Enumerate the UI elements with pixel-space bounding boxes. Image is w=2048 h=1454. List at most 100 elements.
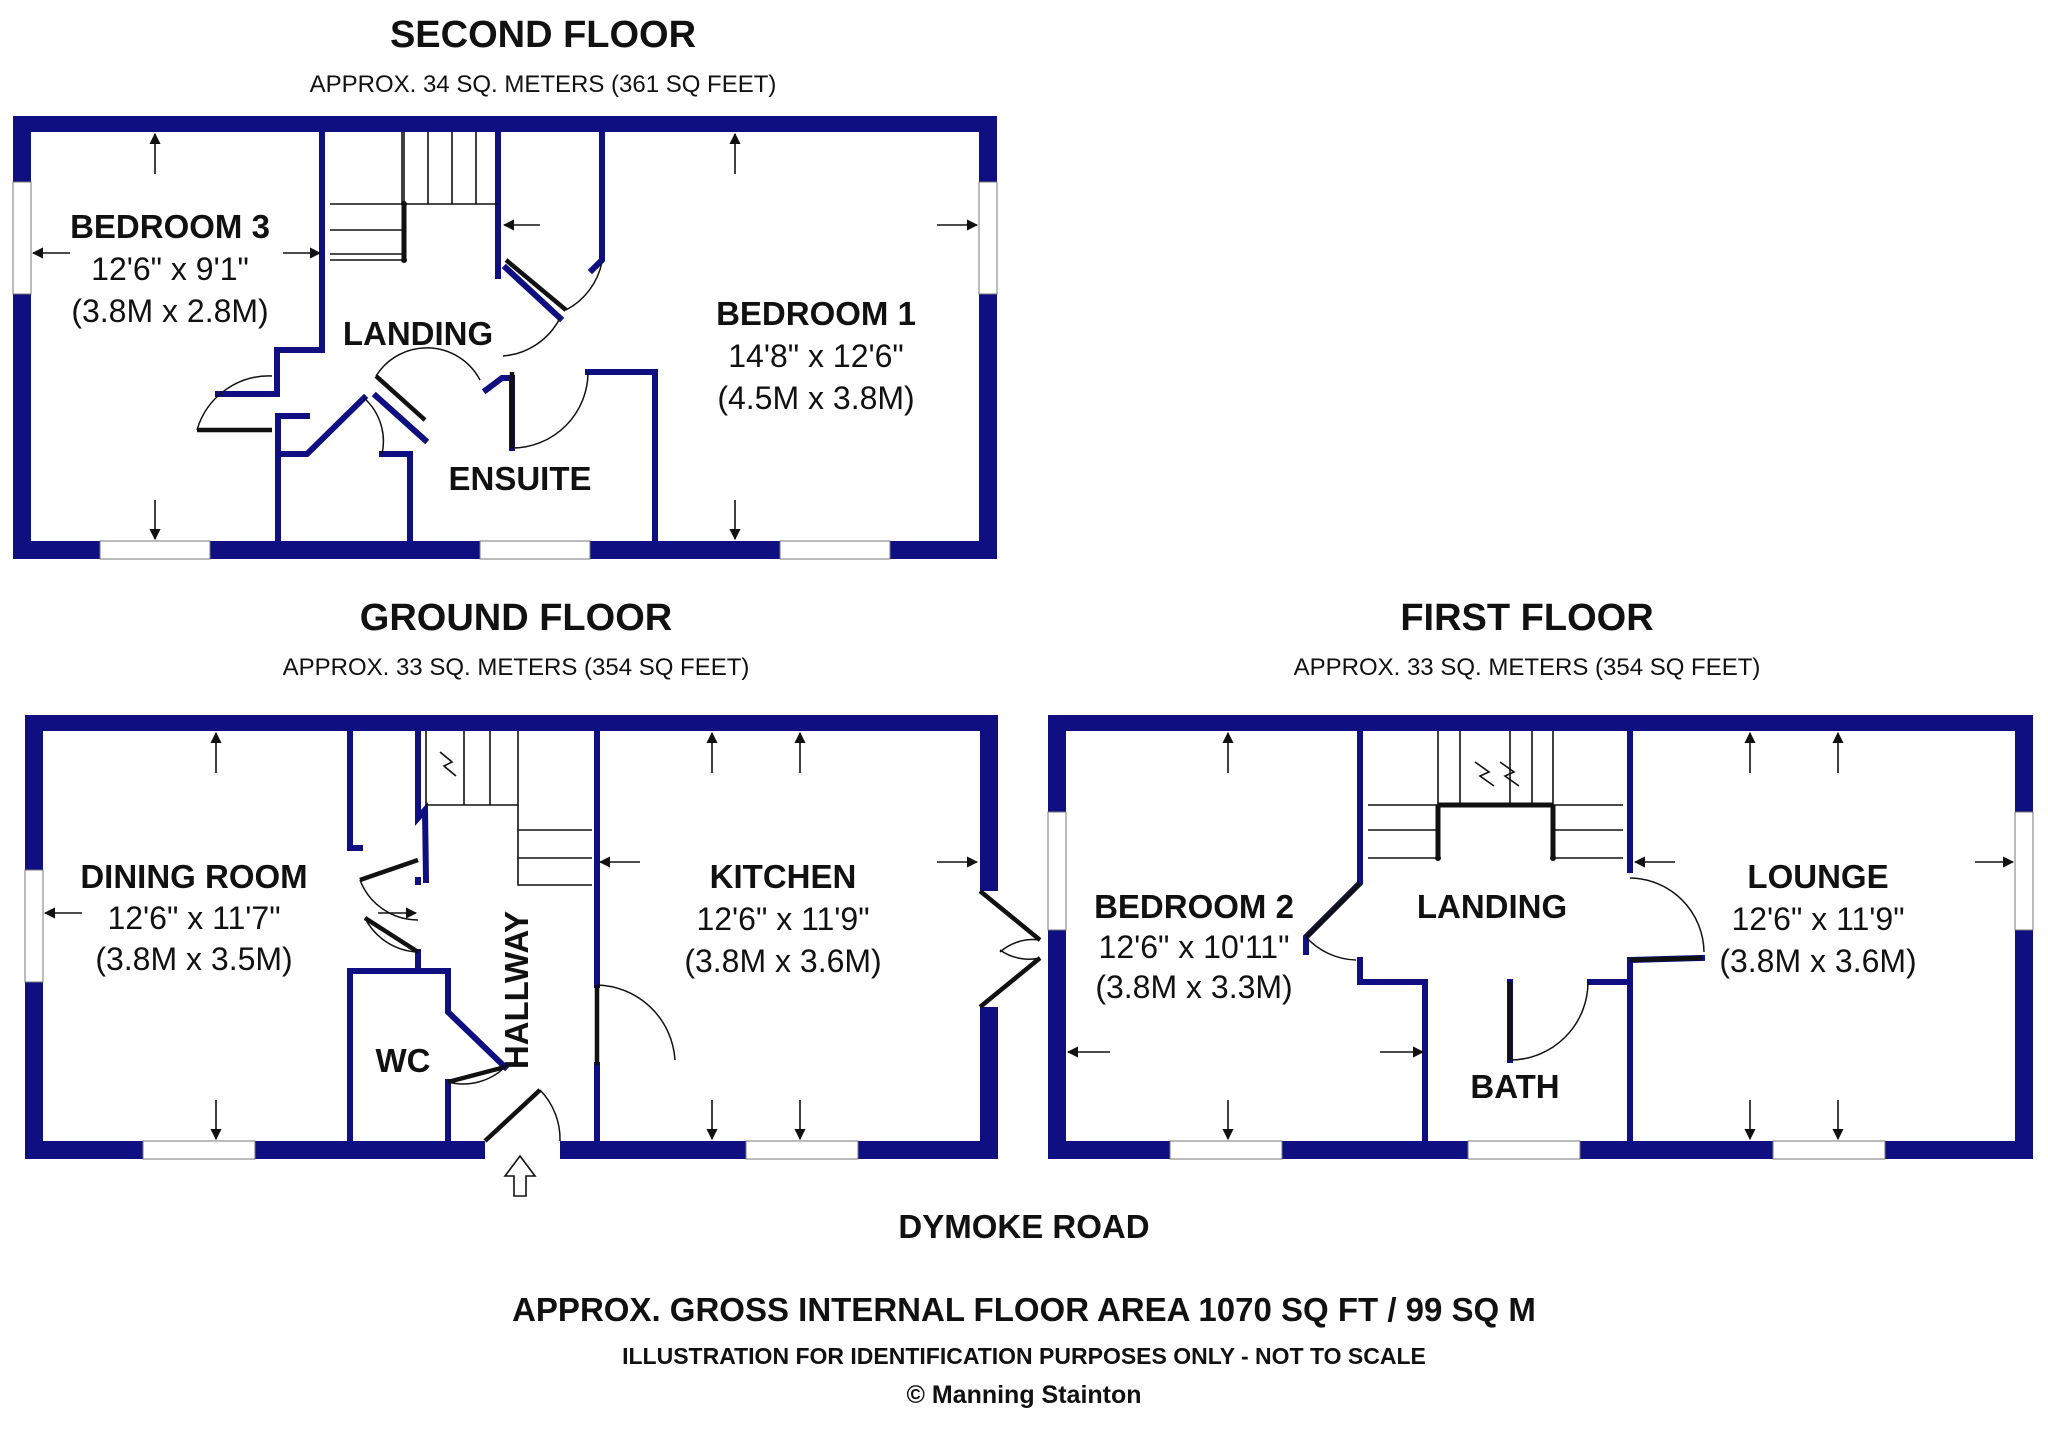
door-leaf bbox=[978, 889, 1042, 1009]
window bbox=[745, 1140, 859, 1160]
total-floor-area: APPROX. GROSS INTERNAL FLOOR AREA 1070 S… bbox=[512, 1291, 1536, 1328]
internal-wall bbox=[371, 391, 430, 445]
stair-outline bbox=[1437, 731, 1554, 806]
door-swing bbox=[596, 984, 676, 1061]
room-name-hallway: HALLWAY bbox=[498, 911, 535, 1069]
window bbox=[779, 540, 891, 560]
stair-outline bbox=[425, 731, 519, 806]
first-floor-title: FIRST FLOOR bbox=[1400, 597, 1653, 639]
door-swing bbox=[359, 879, 419, 921]
window bbox=[1047, 811, 1067, 931]
internal-wall bbox=[347, 968, 510, 1072]
stair-treads bbox=[1553, 804, 1623, 859]
internal-wall bbox=[481, 375, 515, 451]
window bbox=[24, 869, 44, 983]
entrance-arrow-icon bbox=[503, 1154, 537, 1197]
internal-wall bbox=[379, 451, 413, 544]
stair-treads bbox=[1459, 731, 1533, 805]
room-name-ensuite: ENSUITE bbox=[448, 460, 591, 497]
stair-break bbox=[439, 751, 457, 777]
room-dims-imperial: 12'6" x 11'9" bbox=[696, 901, 869, 937]
room-name-kitchen: KITCHEN bbox=[710, 858, 857, 895]
room-dims-metric: (3.8M x 3.6M) bbox=[1719, 943, 1916, 979]
room-name-dining-room: DINING ROOM bbox=[80, 858, 307, 895]
stair-treads bbox=[517, 805, 592, 886]
window bbox=[1169, 1140, 1283, 1160]
window bbox=[1772, 1140, 1886, 1160]
window bbox=[479, 540, 591, 560]
stair-treads bbox=[463, 731, 491, 805]
road-name: DYMOKE ROAD bbox=[898, 1208, 1149, 1245]
internal-wall bbox=[215, 129, 325, 397]
room-name-landing: LANDING bbox=[1417, 888, 1567, 925]
ground-floor: GROUND FLOOR APPROX. 33 SQ. METERS (354 … bbox=[24, 597, 1042, 1197]
door-leaf bbox=[359, 857, 419, 883]
door-swing bbox=[447, 1066, 506, 1085]
stair-outline bbox=[401, 132, 498, 205]
disclaimer: ILLUSTRATION FOR IDENTIFICATION PURPOSES… bbox=[622, 1343, 1426, 1369]
internal-wall bbox=[1357, 957, 1428, 985]
room-name-wc: WC bbox=[376, 1042, 431, 1079]
stair-break bbox=[1474, 761, 1520, 787]
door-leaf bbox=[374, 374, 427, 422]
internal-wall bbox=[347, 728, 363, 851]
internal-wall bbox=[1303, 728, 1363, 955]
room-dims-metric: (3.8M x 3.6M) bbox=[684, 943, 881, 979]
window bbox=[12, 181, 32, 295]
room-name-bath: BATH bbox=[1470, 1068, 1559, 1105]
outer-wall bbox=[25, 715, 998, 731]
internal-wall bbox=[275, 393, 369, 457]
room-dims-imperial: 14'8" x 12'6" bbox=[728, 338, 904, 374]
door-leaf bbox=[363, 916, 420, 954]
internal-wall bbox=[275, 413, 310, 544]
room-dims-metric: (3.8M x 3.3M) bbox=[1095, 969, 1292, 1005]
door-swing bbox=[375, 347, 481, 381]
stair-treads bbox=[403, 132, 477, 204]
door-leaf bbox=[504, 258, 568, 312]
room-name-bedroom-1: BEDROOM 1 bbox=[716, 295, 916, 332]
outer-wall bbox=[1048, 715, 2033, 731]
window bbox=[978, 181, 998, 295]
door-swing bbox=[1509, 981, 1589, 1061]
stair-treads bbox=[1368, 804, 1439, 859]
room-name-lounge: LOUNGE bbox=[1747, 858, 1888, 895]
door-swing bbox=[1305, 936, 1357, 961]
second-floor: SECOND FLOOR APPROX. 34 SQ. METERS (361 … bbox=[12, 14, 998, 560]
room-dims-imperial: 12'6" x 9'1" bbox=[91, 251, 249, 287]
room-name-landing: LANDING bbox=[343, 315, 493, 352]
internal-wall bbox=[501, 263, 565, 323]
door-swing bbox=[363, 397, 385, 455]
door-swing bbox=[511, 371, 589, 449]
first-floor-area: APPROX. 33 SQ. METERS (354 SQ FEET) bbox=[1294, 654, 1761, 681]
door-swing bbox=[999, 938, 1041, 960]
internal-wall bbox=[415, 728, 430, 884]
ground-floor-title: GROUND FLOOR bbox=[360, 597, 672, 639]
door-leaf bbox=[447, 1064, 506, 1085]
room-name-bedroom-2: BEDROOM 2 bbox=[1094, 888, 1294, 925]
ground-floor-area: APPROX. 33 SQ. METERS (354 SQ FEET) bbox=[283, 654, 750, 681]
room-dims-imperial: 12'6" x 11'7" bbox=[107, 900, 280, 936]
door-swing bbox=[539, 1089, 561, 1142]
second-floor-area: APPROX. 34 SQ. METERS (361 SQ FEET) bbox=[310, 71, 777, 98]
room-dims-imperial: 12'6" x 11'9" bbox=[1731, 901, 1904, 937]
internal-wall bbox=[587, 129, 605, 275]
internal-wall bbox=[585, 369, 658, 544]
room-dims-imperial: 12'6" x 10'11" bbox=[1099, 929, 1290, 965]
door-swing bbox=[565, 261, 603, 311]
room-dims-metric: (3.8M x 3.5M) bbox=[95, 941, 292, 977]
first-floor: FIRST FLOOR APPROX. 33 SQ. METERS (354 S… bbox=[1047, 597, 2034, 1160]
door-leaf bbox=[483, 1088, 542, 1143]
room-dims-metric: (4.5M x 3.8M) bbox=[717, 380, 914, 416]
door-swing bbox=[364, 917, 419, 953]
window bbox=[99, 540, 211, 560]
room-dims-metric: (3.8M x 2.8M) bbox=[71, 293, 268, 329]
door-swing bbox=[1629, 877, 1705, 953]
second-floor-title: SECOND FLOOR bbox=[390, 14, 696, 56]
window bbox=[142, 1140, 256, 1160]
stair-treads bbox=[330, 203, 404, 261]
window bbox=[2014, 811, 2034, 931]
outer-wall bbox=[980, 715, 998, 891]
copyright: © Manning Stainton bbox=[906, 1381, 1141, 1409]
door-swing bbox=[196, 375, 273, 431]
